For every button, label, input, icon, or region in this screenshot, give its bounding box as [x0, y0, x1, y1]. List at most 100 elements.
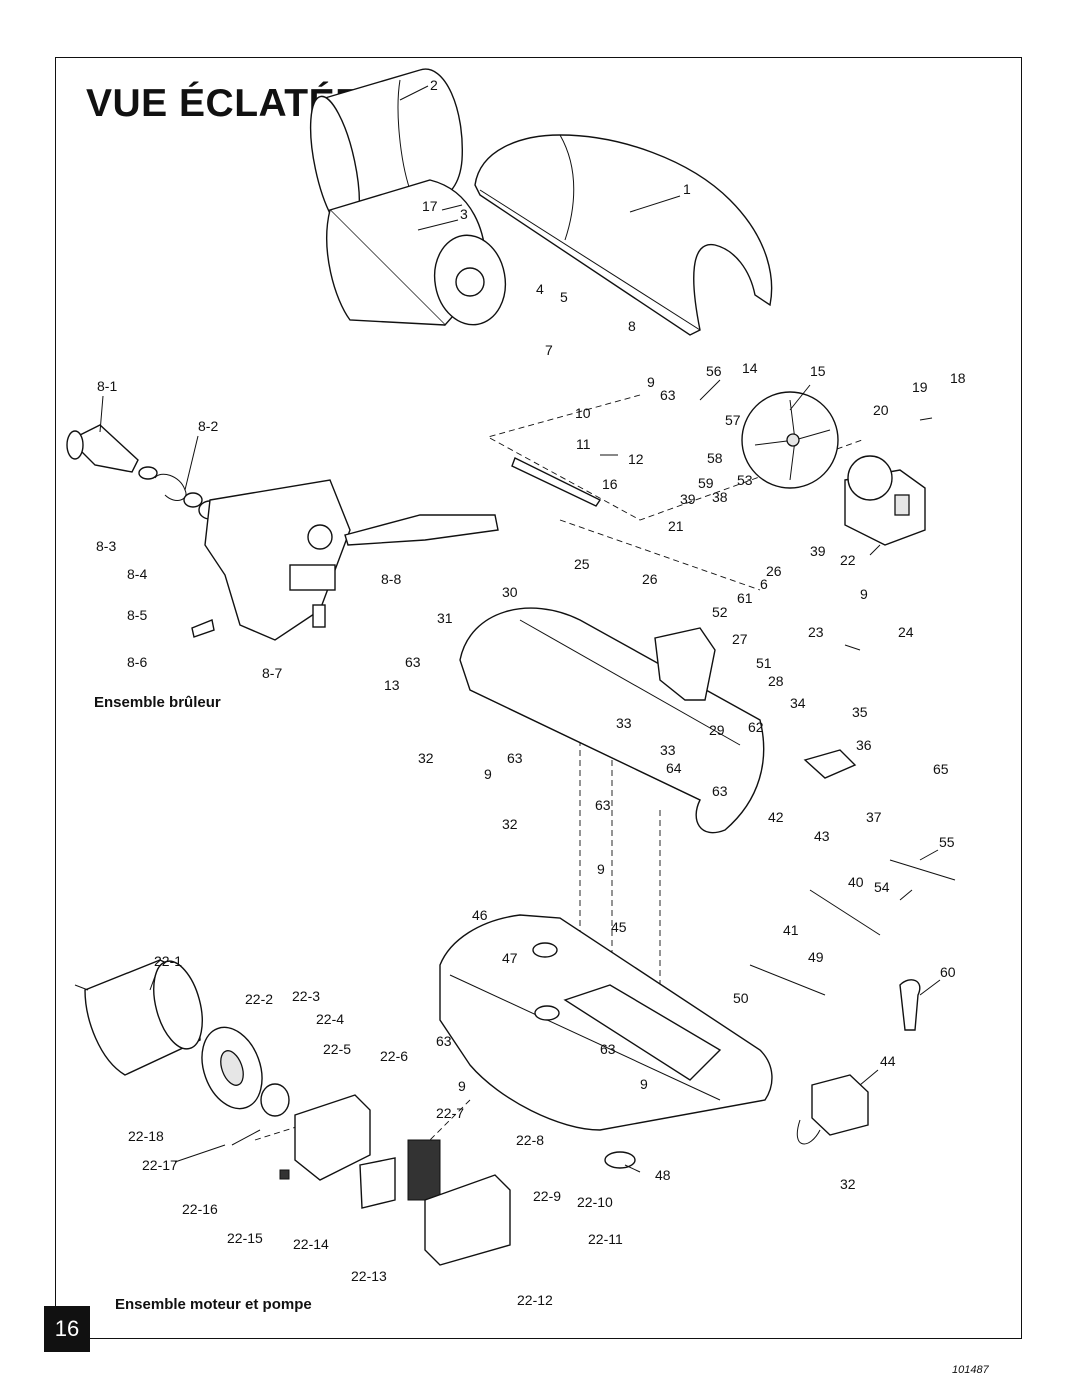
- burner-assembly-caption: Ensemble brûleur: [94, 694, 221, 711]
- callout-label: 26: [642, 571, 658, 587]
- callout-label: 22-8: [516, 1132, 544, 1148]
- callout-label: 17: [422, 198, 438, 214]
- callout-label: 22-16: [182, 1201, 218, 1217]
- callout-label: 22-18: [128, 1128, 164, 1144]
- callout-label: 9: [647, 374, 655, 390]
- callout-label: 63: [507, 750, 523, 766]
- callout-label: 43: [814, 828, 830, 844]
- callout-label: 50: [733, 990, 749, 1006]
- callout-label: 63: [600, 1041, 616, 1057]
- callout-label: 8-6: [127, 654, 147, 670]
- wire-harnesses: [749, 859, 956, 1145]
- callout-label: 22-5: [323, 1041, 351, 1057]
- callout-label: 2: [430, 77, 438, 93]
- callout-label: 55: [939, 834, 955, 850]
- callout-label: 7: [545, 342, 553, 358]
- callout-label: 64: [666, 760, 682, 776]
- callout-label: 54: [874, 879, 890, 895]
- callout-label: 11: [576, 436, 591, 452]
- callout-label: 22-3: [292, 988, 320, 1004]
- callout-label: 31: [437, 610, 453, 626]
- callout-label: 63: [660, 387, 676, 403]
- callout-label: 5: [560, 289, 568, 305]
- callout-label: 8: [628, 318, 636, 334]
- callout-label: 22-13: [351, 1268, 387, 1284]
- page-number: 16: [44, 1306, 90, 1352]
- callout-label: 23: [808, 624, 824, 640]
- callout-label: 40: [848, 874, 864, 890]
- callout-label: 20: [873, 402, 889, 418]
- callout-label: 18: [950, 370, 966, 386]
- callout-label: 16: [602, 476, 618, 492]
- callout-label: 42: [768, 809, 784, 825]
- callout-label: 24: [898, 624, 914, 640]
- callout-label: 36: [856, 737, 872, 753]
- callout-label: 9: [458, 1078, 466, 1094]
- callout-label: 22-10: [577, 1194, 613, 1210]
- callout-label: 51: [756, 655, 772, 671]
- callout-label: 19: [912, 379, 928, 395]
- callout-label: 46: [472, 907, 488, 923]
- callout-label: 22-4: [316, 1011, 344, 1027]
- callout-label: 8-2: [198, 418, 218, 434]
- fan-part-15: [741, 391, 839, 489]
- page-frame: [55, 57, 1022, 1339]
- motor-part-22: [844, 455, 926, 546]
- inner-shell-part-3: [326, 179, 507, 327]
- callout-label: 52: [712, 604, 728, 620]
- pump-plate-part-36: [803, 749, 857, 779]
- callout-label: 63: [405, 654, 421, 670]
- callout-label: 57: [725, 412, 741, 428]
- callout-label: 32: [502, 816, 518, 832]
- callout-label: 22-6: [380, 1048, 408, 1064]
- callout-label: 13: [384, 677, 400, 693]
- callout-label: 9: [484, 766, 492, 782]
- callout-label: 22-17: [142, 1157, 178, 1173]
- callout-label: 15: [810, 363, 826, 379]
- callout-label: 32: [840, 1176, 856, 1192]
- callout-label: 4: [536, 281, 544, 297]
- callout-label: 8-5: [127, 607, 147, 623]
- callout-label: 39: [680, 491, 696, 507]
- callout-label: 41: [783, 922, 799, 938]
- callout-label: 8-7: [262, 665, 282, 681]
- callout-label: 35: [852, 704, 868, 720]
- callout-label: 63: [436, 1033, 452, 1049]
- callout-label: 39: [810, 543, 826, 559]
- fuel-rod-part-16: [511, 457, 602, 507]
- callout-label: 32: [418, 750, 434, 766]
- callout-label: 22-1: [154, 953, 182, 969]
- callout-label: 22-2: [245, 991, 273, 1007]
- callout-label: 63: [712, 783, 728, 799]
- callout-label: 30: [502, 584, 518, 600]
- callout-label: 34: [790, 695, 806, 711]
- callout-label: 8-8: [381, 571, 401, 587]
- motor-pump-assembly: [74, 959, 511, 1266]
- callout-label: 33: [616, 715, 632, 731]
- bracket-part-27: [654, 627, 716, 701]
- callout-label: 22-12: [517, 1292, 553, 1308]
- callout-label: 25: [574, 556, 590, 572]
- callout-labels: 2 1 17 3 4 5 8 7 8-1 8-2 56 14 15 18 19 …: [96, 77, 966, 1308]
- callout-label: 56: [706, 363, 722, 379]
- callout-label: 28: [768, 673, 784, 689]
- callout-label: 1: [683, 181, 691, 197]
- callout-label: 3: [460, 206, 468, 222]
- callout-label: 27: [732, 631, 748, 647]
- callout-label: 58: [707, 450, 723, 466]
- callout-label: 10: [575, 405, 591, 421]
- callout-label: 38: [712, 489, 728, 505]
- burner-assembly: [66, 424, 499, 641]
- callout-label: 53: [737, 472, 753, 488]
- callout-label: 59: [698, 475, 714, 491]
- callout-label: 21: [668, 518, 684, 534]
- upper-cover-part-1: [474, 134, 773, 336]
- callout-label: 9: [860, 586, 868, 602]
- document-number: 101487: [952, 1364, 989, 1376]
- callout-label: 22-11: [588, 1231, 623, 1247]
- callout-label: 22: [840, 552, 856, 568]
- fuel-tank-part-46: [439, 914, 773, 1169]
- callout-label: 22-9: [533, 1188, 561, 1204]
- callout-label: 9: [597, 861, 605, 877]
